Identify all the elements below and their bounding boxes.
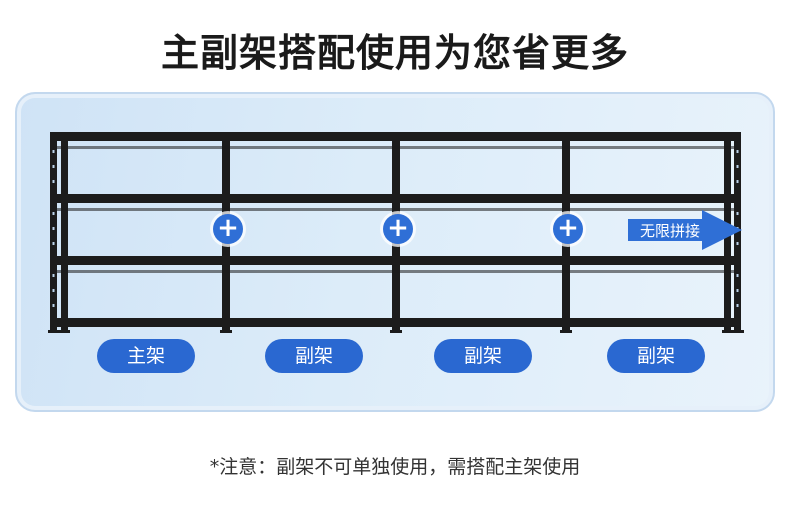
- extend-arrow-icon: [628, 210, 742, 250]
- usage-note: *注意：副架不可单独使用，需搭配主架使用: [209, 456, 581, 478]
- label-sub-rack: 副架: [434, 339, 532, 373]
- plus-icon: +: [383, 214, 413, 244]
- plus-icon: +: [553, 214, 583, 244]
- extend-label: 无限拼接: [640, 222, 701, 240]
- label-main-rack: 主架: [97, 339, 195, 373]
- page-title: 主副架搭配使用为您省更多: [160, 31, 629, 75]
- plus-icon: +: [213, 214, 243, 244]
- label-sub-rack: 副架: [265, 339, 363, 373]
- label-sub-rack: 副架: [607, 339, 705, 373]
